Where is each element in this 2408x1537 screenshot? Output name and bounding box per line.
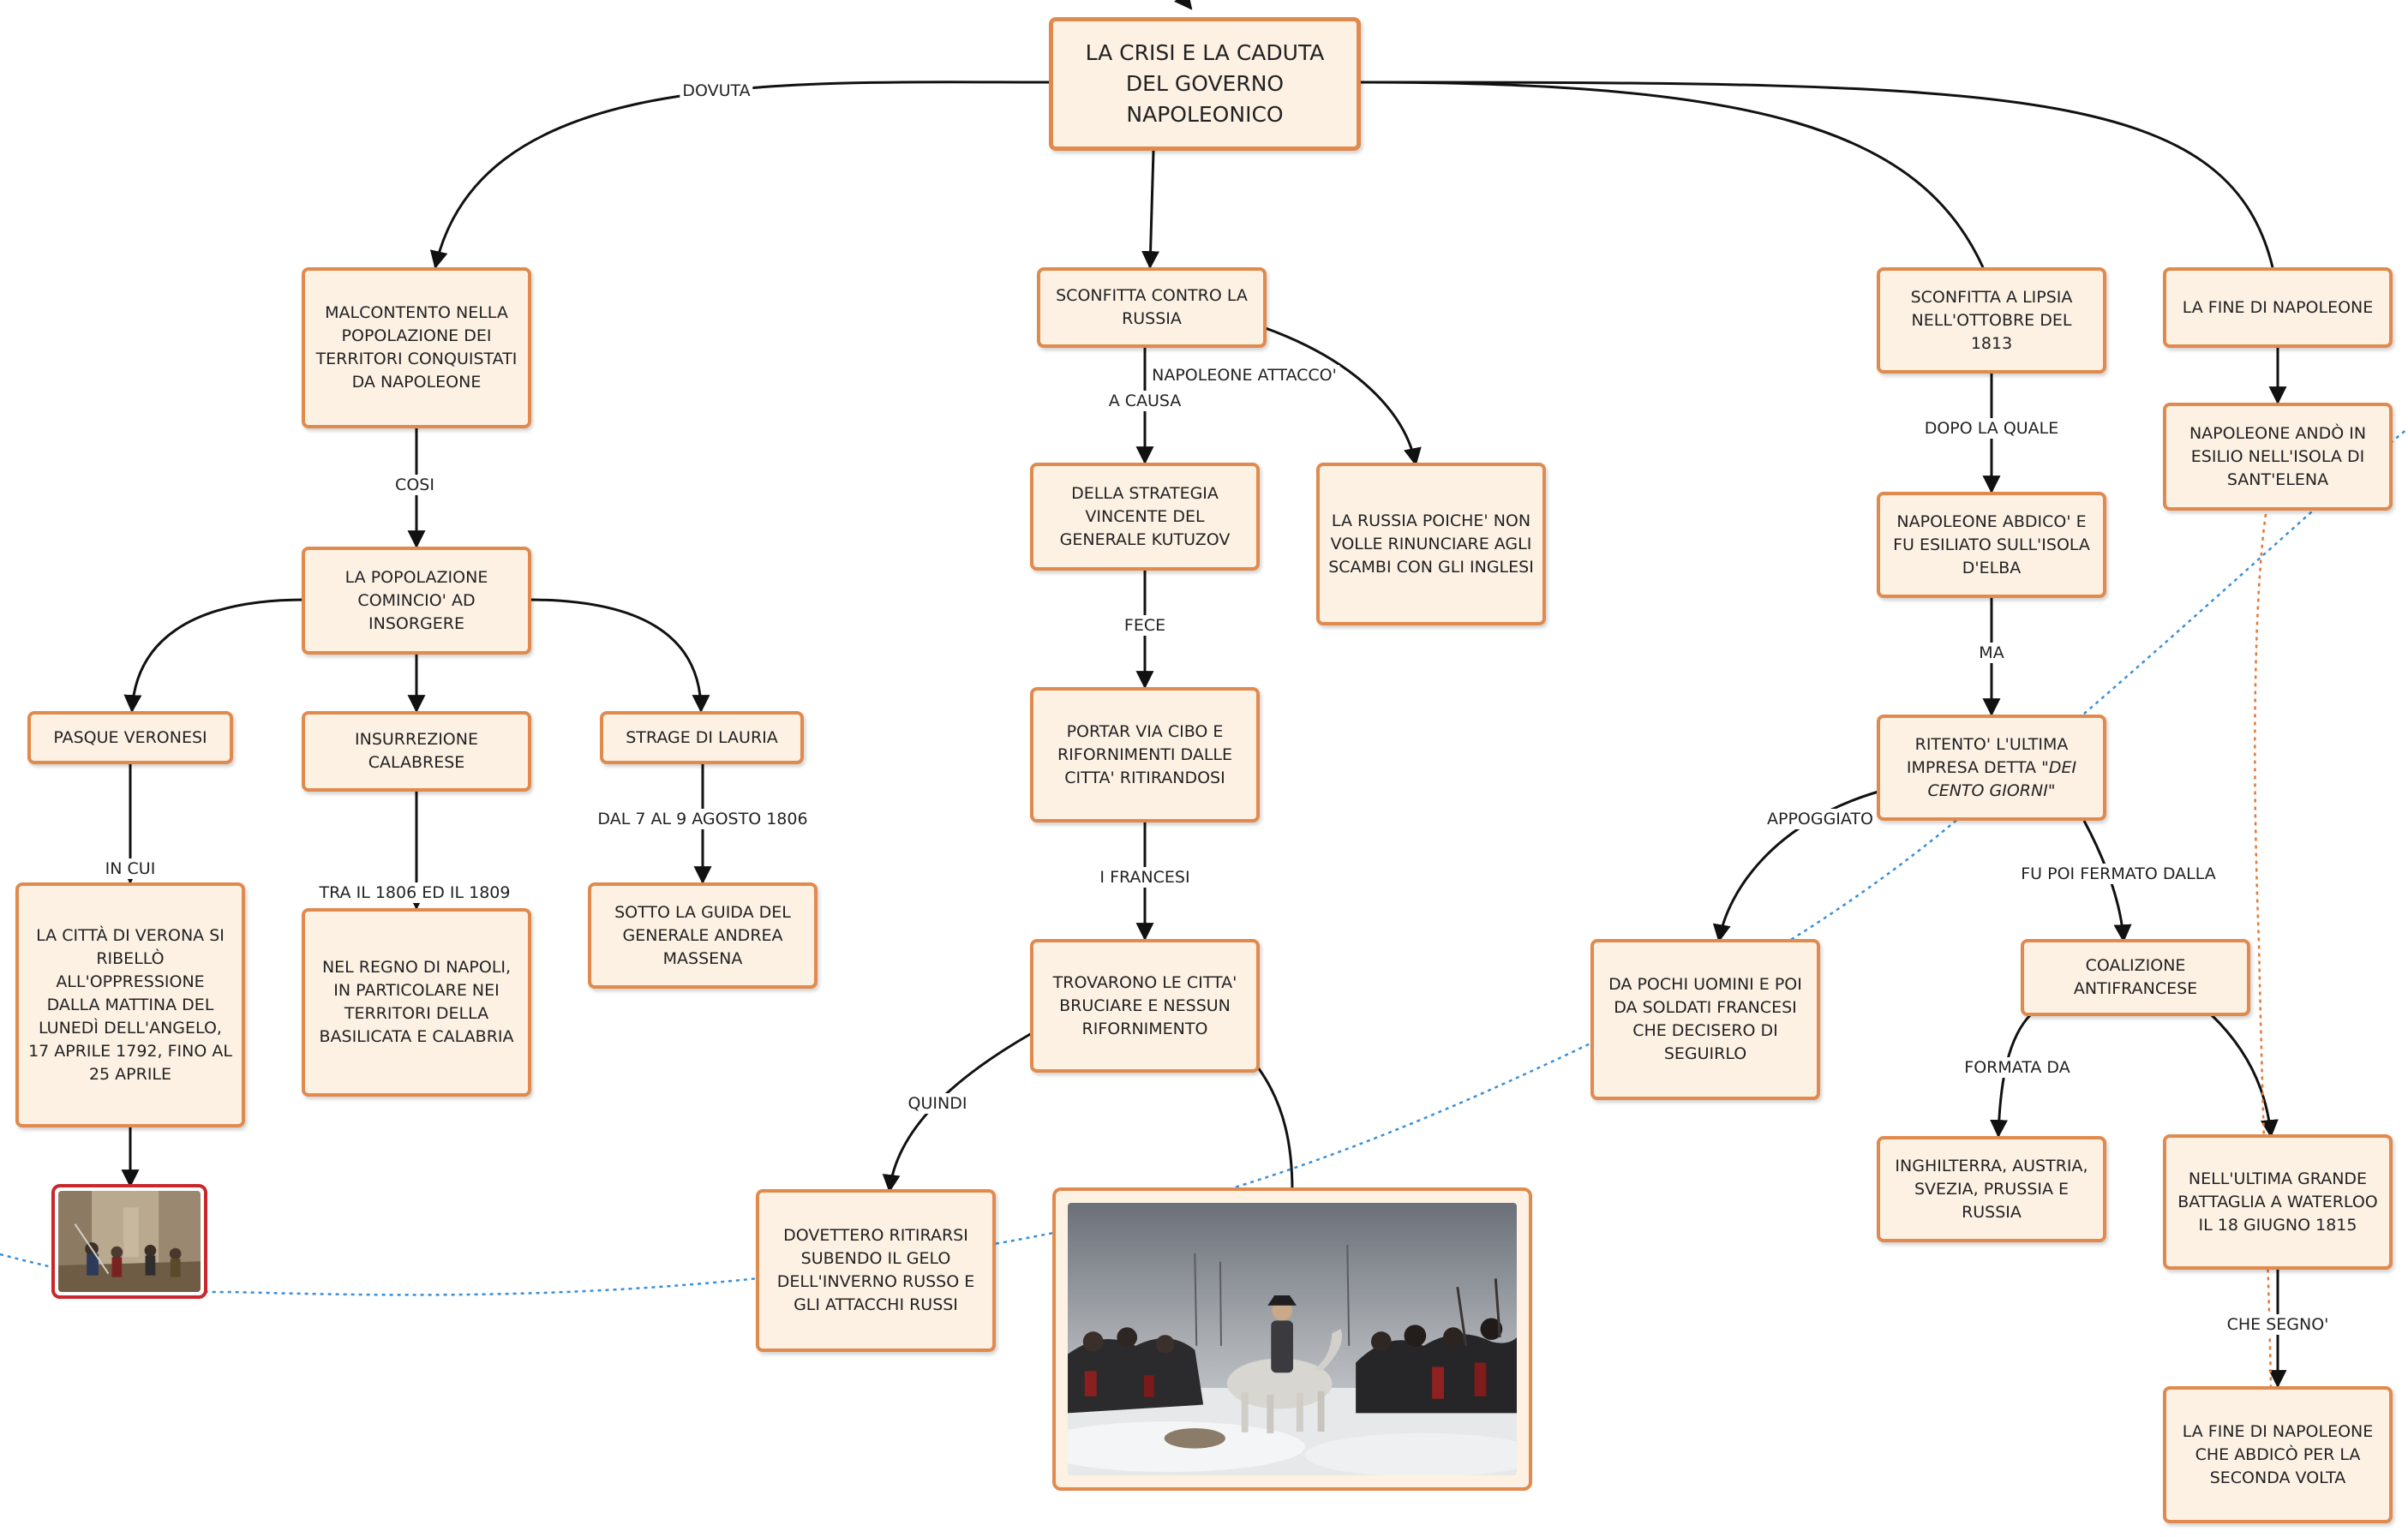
label-cosi: COSI xyxy=(392,475,437,495)
node-pasque-veronesi[interactable]: PASQUE VERONESI xyxy=(27,711,233,764)
connector-main-malcontento xyxy=(429,81,1051,270)
node-russia-poiche[interactable]: LA RUSSIA POICHE' NON VOLLE RINUNCIARE A… xyxy=(1316,463,1546,625)
main-topic-node[interactable]: LA CRISI E LA CADUTA DEL GOVERNO NAPOLEO… xyxy=(1049,17,1361,151)
verona-painting xyxy=(58,1191,201,1292)
node-sconfitta-lipsia[interactable]: SCONFITTA A LIPSIA NELL'OTTOBRE DEL 1813 xyxy=(1877,267,2106,374)
node-popolazione[interactable]: LA POPOLAZIONE COMINCIO' AD INSORGERE xyxy=(302,547,531,655)
connector-main-lipsia xyxy=(1358,81,1985,268)
node-strategia-kutuzov-text: DELLA STRATEGIA VINCENTE DEL GENERALE KU… xyxy=(1059,483,1231,549)
label-fu-poi-fermato: FU POI FERMATO DALLA xyxy=(2018,864,2219,884)
connector-main-fine xyxy=(1358,81,2274,268)
node-trovarono-citta[interactable]: TROVARONO LE CITTA' BRUCIARE E NESSUN RI… xyxy=(1030,939,1260,1073)
label-fece: FECE xyxy=(1121,615,1169,636)
dotted-connector-blue xyxy=(0,428,2408,1296)
retreat-painting-image xyxy=(1068,1203,1517,1475)
main-topic-text: LA CRISI E LA CADUTA DEL GOVERNO NAPOLEO… xyxy=(1085,40,1325,127)
node-insurrezione-calabrese[interactable]: INSURREZIONE CALABRESE xyxy=(302,711,531,792)
node-waterloo[interactable]: NELL'ULTIMA GRANDE BATTAGLIA A WATERLOO … xyxy=(2163,1134,2393,1270)
verona-painting-frame[interactable] xyxy=(51,1184,207,1299)
label-a-causa: A CAUSA xyxy=(1105,391,1184,411)
node-strage-lauria-text: STRAGE DI LAURIA xyxy=(626,727,778,747)
node-regno-napoli[interactable]: NEL REGNO DI NAPOLI, IN PARTICOLARE NEI … xyxy=(302,908,531,1097)
connector-popolazione-strage xyxy=(527,598,710,714)
label-i-francesi: I FRANCESI xyxy=(1097,867,1193,888)
connector-trovarono-painting xyxy=(1256,1067,1294,1192)
node-portar-via-cibo[interactable]: PORTAR VIA CIBO E RIFORNIMENTI DALLE CIT… xyxy=(1030,687,1260,822)
connector-cento-coalizione xyxy=(2082,820,2132,943)
label-appoggiato: APPOGGIATO xyxy=(1764,809,1877,829)
label-quindi: QUINDI xyxy=(905,1093,970,1114)
node-fine-napoleone-text: LA FINE DI NAPOLEONE xyxy=(2182,297,2374,317)
retreat-painting xyxy=(1068,1203,1517,1475)
label-dovuta: DOVUTA xyxy=(680,81,753,101)
dotted-connector-orange xyxy=(2254,513,2273,1389)
node-esilio-santelena-text: NAPOLEONE ANDÒ IN ESILIO NELL'ISOLA DI S… xyxy=(2189,423,2367,489)
connector-top-incoming xyxy=(1173,0,1193,10)
node-massena-text: SOTTO LA GUIDA DEL GENERALE ANDREA MASSE… xyxy=(614,902,791,968)
label-che-segno: CHE SEGNO' xyxy=(2224,1314,2332,1335)
node-seconda-abdicazione-text: LA FINE DI NAPOLEONE CHE ABDICÒ PER LA S… xyxy=(2182,1421,2374,1487)
node-popolazione-text: LA POPOLAZIONE COMINCIO' AD INSORGERE xyxy=(344,567,488,633)
node-malcontento-text: MALCONTENTO NELLA POPOLAZIONE DEI TERRIT… xyxy=(315,303,518,392)
node-dovettero-ritirarsi[interactable]: DOVETTERO RITIRARSI SUBENDO IL GELO DELL… xyxy=(756,1189,996,1352)
node-malcontento[interactable]: MALCONTENTO NELLA POPOLAZIONE DEI TERRIT… xyxy=(302,267,531,428)
label-napoleone-attacco: NAPOLEONE ATTACCO' xyxy=(1149,365,1339,386)
node-cento-giorni-prefix: RITENTO' L'ULTIMA IMPRESA DETTA xyxy=(1906,734,2069,777)
retreat-painting-frame[interactable] xyxy=(1052,1187,1532,1491)
label-dopo-la-quale: DOPO LA QUALE xyxy=(1921,418,2062,439)
connector-coalizione-waterloo xyxy=(2209,1013,2279,1139)
node-strategia-kutuzov[interactable]: DELLA STRATEGIA VINCENTE DEL GENERALE KU… xyxy=(1030,463,1260,571)
node-coalizione-antifrancese-text: COALIZIONE ANTIFRANCESE xyxy=(2073,956,2198,998)
node-cento-giorni[interactable]: RITENTO' L'ULTIMA IMPRESA DETTA "DEI CEN… xyxy=(1877,715,2106,821)
node-sconfitta-russia-text: SCONFITTA CONTRO LA RUSSIA xyxy=(1056,286,1248,328)
node-verona[interactable]: LA CITTÀ DI VERONA SI RIBELLÒ ALL'OPPRES… xyxy=(15,882,245,1127)
node-regno-napoli-text: NEL REGNO DI NAPOLI, IN PARTICOLARE NEI … xyxy=(319,958,514,1046)
node-strage-lauria[interactable]: STRAGE DI LAURIA xyxy=(600,711,804,764)
connector-russia-poiche xyxy=(1262,326,1422,467)
node-pasque-veronesi-text: PASQUE VERONESI xyxy=(53,727,207,747)
node-paesi-coalizione[interactable]: INGHILTERRA, AUSTRIA, SVEZIA, PRUSSIA E … xyxy=(1877,1136,2106,1242)
node-paesi-coalizione-text: INGHILTERRA, AUSTRIA, SVEZIA, PRUSSIA E … xyxy=(1895,1156,2088,1222)
node-pochi-uomini-text: DA POCHI UOMINI E POI DA SOLDATI FRANCES… xyxy=(1608,975,1802,1063)
node-trovarono-citta-text: TROVARONO LE CITTA' BRUCIARE E NESSUN RI… xyxy=(1052,972,1237,1038)
node-fine-napoleone[interactable]: LA FINE DI NAPOLEONE xyxy=(2163,267,2393,348)
node-coalizione-antifrancese[interactable]: COALIZIONE ANTIFRANCESE xyxy=(2021,939,2250,1016)
node-sconfitta-lipsia-text: SCONFITTA A LIPSIA NELL'OTTOBRE DEL 1813 xyxy=(1910,287,2073,353)
node-insurrezione-calabrese-text: INSURREZIONE CALABRESE xyxy=(355,730,478,772)
node-pochi-uomini[interactable]: DA POCHI UOMINI E POI DA SOLDATI FRANCES… xyxy=(1590,939,1820,1100)
connector-cento-pochi xyxy=(1712,790,1879,943)
node-verona-text: LA CITTÀ DI VERONA SI RIBELLÒ ALL'OPPRES… xyxy=(28,925,232,1084)
node-portar-via-cibo-text: PORTAR VIA CIBO E RIFORNIMENTI DALLE CIT… xyxy=(1057,721,1233,787)
node-abdico-elba-text: NAPOLEONE ABDICO' E FU ESILIATO SULL'ISO… xyxy=(1893,511,2090,577)
node-seconda-abdicazione[interactable]: LA FINE DI NAPOLEONE CHE ABDICÒ PER LA S… xyxy=(2163,1386,2393,1523)
node-esilio-santelena[interactable]: NAPOLEONE ANDÒ IN ESILIO NELL'ISOLA DI S… xyxy=(2163,403,2393,511)
label-dal-7-al-9-agosto: DAL 7 AL 9 AGOSTO 1806 xyxy=(595,809,811,829)
connector-popolazione-pasque xyxy=(123,598,306,714)
verona-painting-image xyxy=(58,1191,201,1292)
node-cento-giorni-text: RITENTO' L'ULTIMA IMPRESA DETTA "DEI CEN… xyxy=(1889,733,2094,803)
label-ma: MA xyxy=(1976,643,2007,663)
node-cento-giorni-italic: "DEI CENTO GIORNI" xyxy=(1927,757,2077,800)
node-dovettero-ritirarsi-text: DOVETTERO RITIRARSI SUBENDO IL GELO DELL… xyxy=(776,1226,975,1314)
label-formata-da: FORMATA DA xyxy=(1962,1057,2073,1078)
node-sconfitta-russia[interactable]: SCONFITTA CONTRO LA RUSSIA xyxy=(1037,267,1267,348)
label-tra-1806-1809: TRA IL 1806 ED IL 1809 xyxy=(316,882,513,903)
node-waterloo-text: NELL'ULTIMA GRANDE BATTAGLIA A WATERLOO … xyxy=(2177,1169,2378,1235)
node-russia-poiche-text: LA RUSSIA POICHE' NON VOLLE RINUNCIARE A… xyxy=(1328,511,1534,577)
node-abdico-elba[interactable]: NAPOLEONE ABDICO' E FU ESILIATO SULL'ISO… xyxy=(1877,492,2106,598)
connector-main-russia xyxy=(1141,150,1160,270)
label-in-cui: IN CUI xyxy=(102,858,159,879)
node-massena[interactable]: SOTTO LA GUIDA DEL GENERALE ANDREA MASSE… xyxy=(588,882,818,989)
